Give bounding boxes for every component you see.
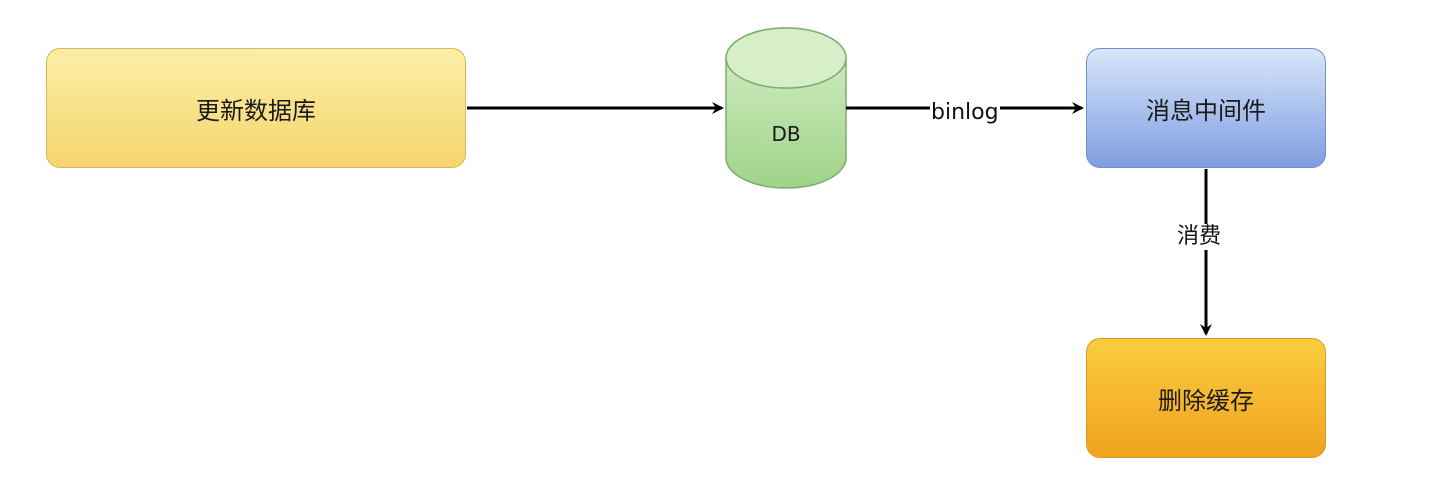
node-update-db-label: 更新数据库 (196, 96, 316, 125)
node-update-db[interactable]: 更新数据库 (46, 48, 466, 168)
node-message-queue[interactable]: 消息中间件 (1086, 48, 1326, 168)
edge-label-binlog: binlog (930, 100, 1000, 126)
node-db-label: DB (771, 122, 801, 146)
db-cylinder[interactable] (725, 27, 847, 189)
node-message-queue-label: 消息中间件 (1146, 96, 1266, 125)
edge-label-consume: 消费 (1176, 224, 1223, 250)
node-delete-cache-label: 删除缓存 (1158, 386, 1254, 415)
node-delete-cache[interactable]: 删除缓存 (1086, 338, 1326, 458)
